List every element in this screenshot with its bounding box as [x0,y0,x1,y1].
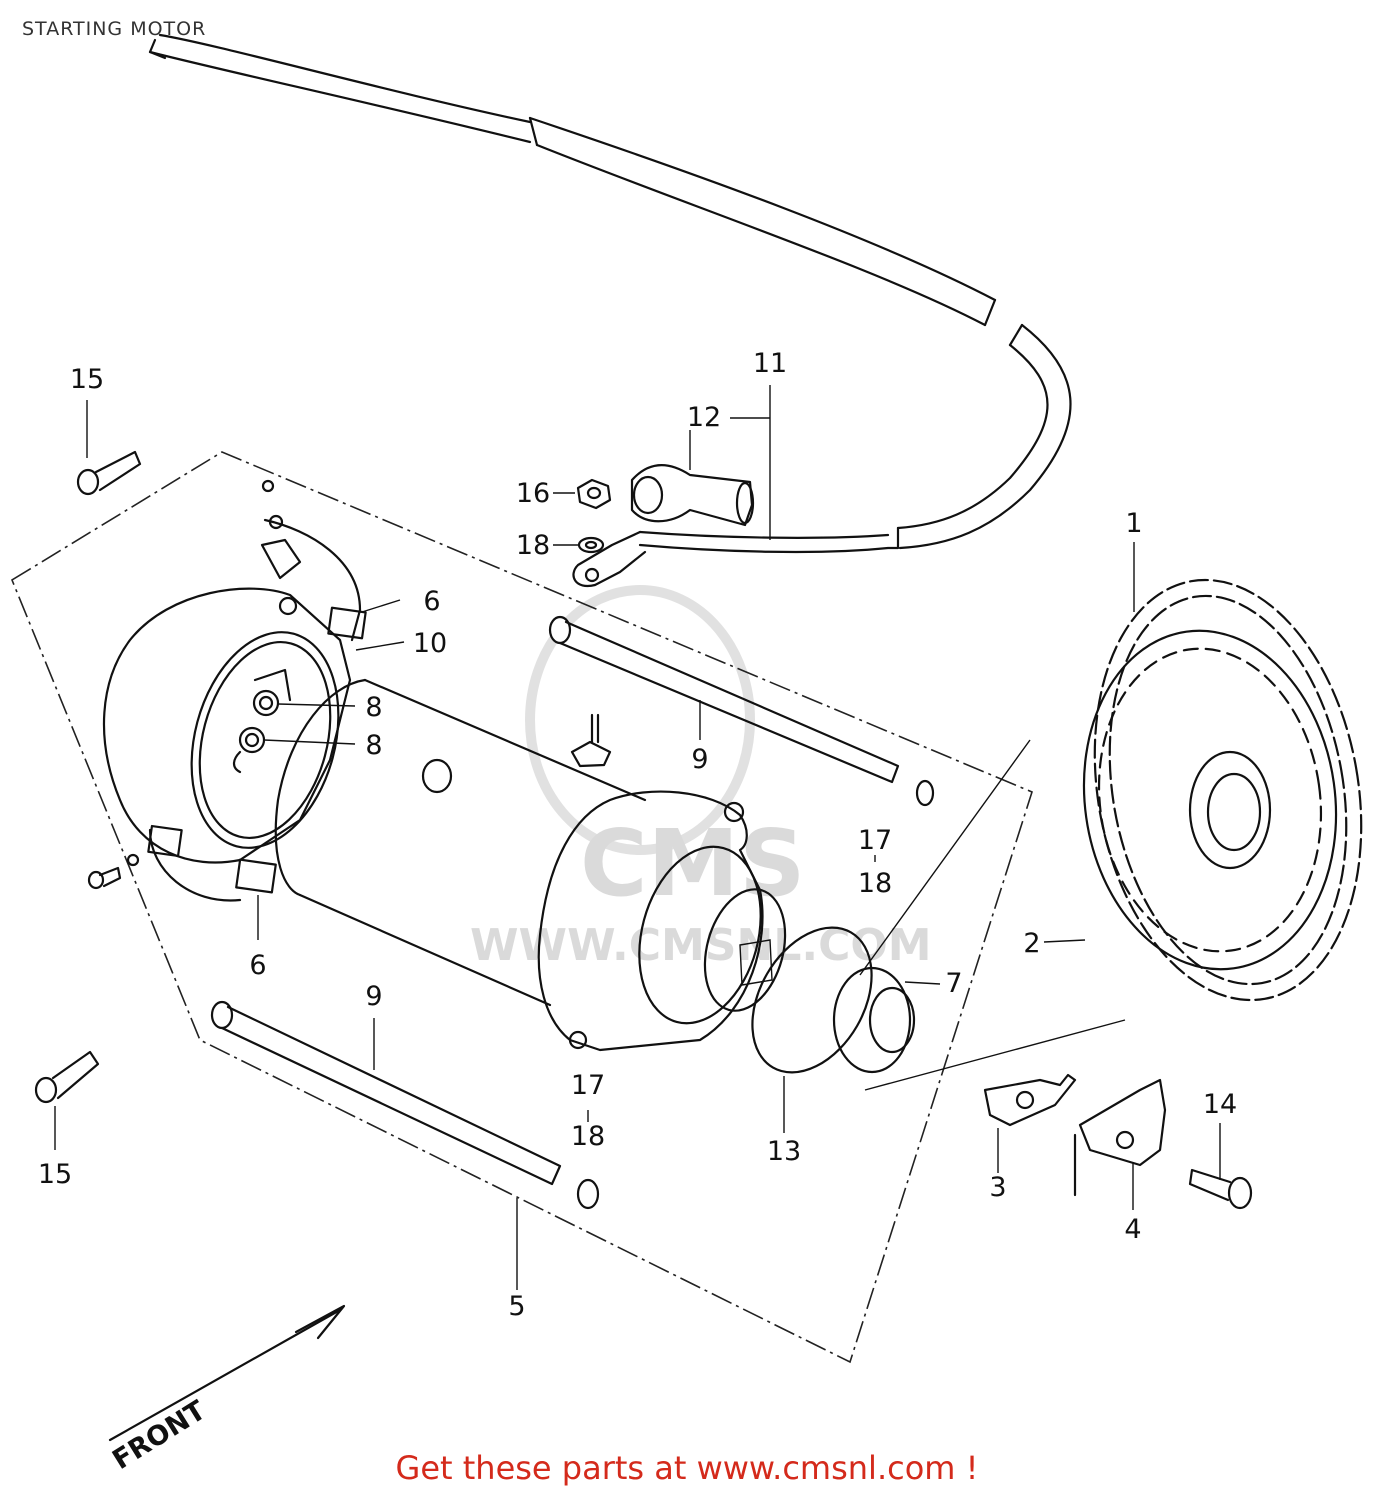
callout-12: 12 [687,402,721,433]
footer-link-text[interactable]: Get these parts at www.cmsnl.com ! [395,1449,979,1487]
callout-7: 7 [945,968,962,999]
callout-18-bottom: 18 [571,1121,605,1152]
callout-15-top: 15 [70,364,104,395]
callout-16: 16 [516,478,550,509]
callout-17-bottom: 17 [571,1070,605,1101]
callout-10: 10 [413,628,447,659]
callout-9-top: 9 [691,744,708,775]
screw-bottom [34,1050,100,1104]
callout-2: 2 [1023,928,1040,959]
callout-8-lower: 8 [365,730,382,761]
brush-holder-top [260,479,367,642]
watermark-url: WWW.CMSNL.COM [470,920,932,971]
callout-6-bottom: 6 [249,950,266,981]
callout-18-right: 18 [858,868,892,899]
callout-9-bottom: 9 [365,981,382,1012]
chain-path-bottom [864,1019,1126,1091]
terminal-lug [572,530,647,588]
leader-lines [54,385,1221,1290]
callout-1: 1 [1125,508,1142,539]
starter-sprocket [832,966,916,1074]
callout-18-top: 18 [516,530,550,561]
callout-4: 4 [1124,1214,1141,1245]
front-cover [537,790,787,1052]
callout-8-upper: 8 [365,692,382,723]
motor-body [274,678,647,1007]
callout-14: 14 [1203,1089,1237,1120]
callouts: 1 2 3 4 5 6 6 7 8 8 9 9 10 11 12 13 14 1… [38,348,1237,1322]
assembly-boundary [11,451,1033,1364]
screw-top [76,450,142,496]
through-bolt-bottom [210,1000,562,1186]
washer-17-bottom [576,1178,600,1210]
callout-3: 3 [989,1172,1006,1203]
bolt-14 [1188,1168,1253,1210]
chain-path-top [859,739,1031,976]
brush-springs [232,689,280,774]
washer [577,536,605,554]
starter-clutch-sprocket [1082,629,1338,971]
plate-3 [983,1073,1077,1127]
watermark: CMS WWW.CMSNL.COM [470,585,932,971]
rear-cover [102,587,352,864]
cable [148,33,1072,554]
front-arrow [108,1304,346,1442]
callout-11: 11 [753,348,787,379]
callout-17-right: 17 [858,825,892,856]
starter-chain [1093,578,1363,1002]
watermark-logo: CMS [580,810,805,917]
through-bolt-top [548,615,900,784]
washer-17-top [915,779,935,807]
terminal-cover [630,464,755,527]
callout-13: 13 [767,1136,801,1167]
guide-4 [1073,1078,1167,1197]
o-ring [751,926,873,1074]
nut [576,478,612,510]
callout-15-bottom: 15 [38,1159,72,1190]
callout-6-top: 6 [423,586,440,617]
callout-5: 5 [508,1291,525,1322]
brush-holder-bottom [87,824,277,902]
